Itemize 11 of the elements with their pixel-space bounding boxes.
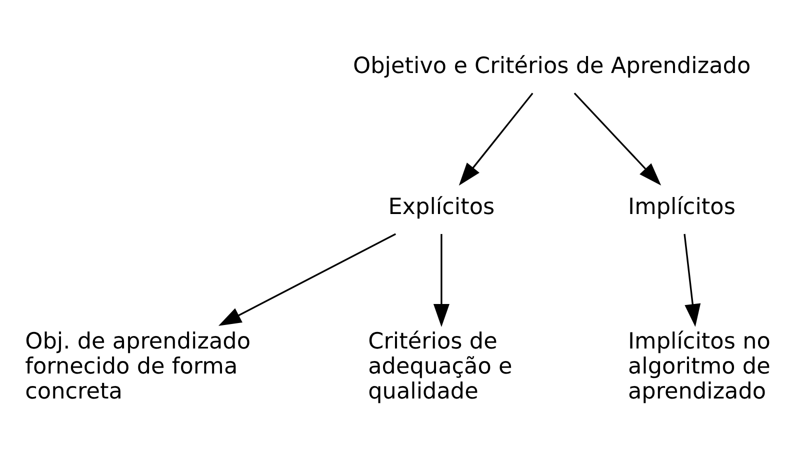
node-text: Critérios de adequação e qualidade (368, 328, 512, 404)
arrow (433, 234, 450, 326)
node-text: Objetivo e Critérios de Aprendizado (353, 52, 751, 79)
arrow (684, 233, 701, 326)
arrow (218, 232, 396, 326)
node-text: Explícitos (388, 194, 495, 220)
node-text: Implícitos no algoritmo de aprendizado (628, 328, 770, 404)
node-text: Implícitos (628, 194, 736, 220)
node-text: Obj. de aprendizado fornecido de forma concreta (25, 328, 250, 404)
arrow (574, 92, 662, 185)
arrow (458, 92, 534, 186)
